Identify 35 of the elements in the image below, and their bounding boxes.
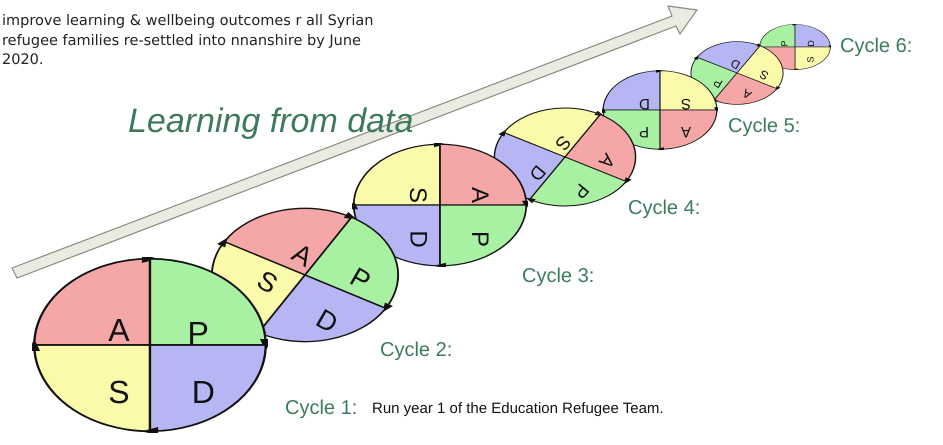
cycle-label: Cycle 6: <box>840 36 912 56</box>
cycle-label: Cycle 5: <box>728 116 800 136</box>
quadrant-letter: D <box>312 304 342 338</box>
quadrant-letter: S <box>550 131 574 154</box>
goal-text: improve learning & wellbeing outcomes r all Syrian refugee families re-settled into nnanshire by June 2020. <box>2 12 374 70</box>
quadrant-letter: A <box>740 87 754 102</box>
quadrant-letter: A <box>108 314 130 346</box>
quadrant-letter: S <box>806 56 816 63</box>
quadrant-letter: S <box>108 376 130 408</box>
quadrant-letter: P <box>345 264 374 296</box>
quadrant-letter: S <box>252 266 282 299</box>
quadrant-letter: D <box>728 56 742 71</box>
quadrant-letter: S <box>404 187 429 204</box>
quadrant-letter: S <box>680 96 691 111</box>
cycle-label: Cycle 1: <box>285 398 358 418</box>
cycle-label: Cycle 2: <box>380 340 452 360</box>
cycle-label: Cycle 3: <box>522 266 594 286</box>
quadrant-letter: A <box>680 124 691 140</box>
quadrant-letter: P <box>467 230 492 247</box>
quadrant-letter: D <box>525 162 549 184</box>
cycle-description: Run year 1 of the Education Refugee Team. <box>372 401 664 416</box>
quadrant-letter: P <box>712 76 725 90</box>
quadrant-letter: S <box>757 68 770 82</box>
quadrant-letter: A <box>594 149 618 171</box>
cycle-label: Cycle 4: <box>628 198 700 218</box>
quadrant-letter: A <box>467 187 492 204</box>
quadrant-letter: P <box>639 124 650 140</box>
quadrant-letter: D <box>806 40 816 47</box>
quadrant-letter: A <box>287 239 316 272</box>
quadrant-letter: P <box>569 180 592 202</box>
quadrant-letter: P <box>188 316 209 349</box>
quadrant-letter: D <box>406 230 430 248</box>
quadrant-letter: D <box>639 96 650 111</box>
quadrant-letter: D <box>192 376 215 408</box>
quadrant-letter: P <box>780 40 790 46</box>
